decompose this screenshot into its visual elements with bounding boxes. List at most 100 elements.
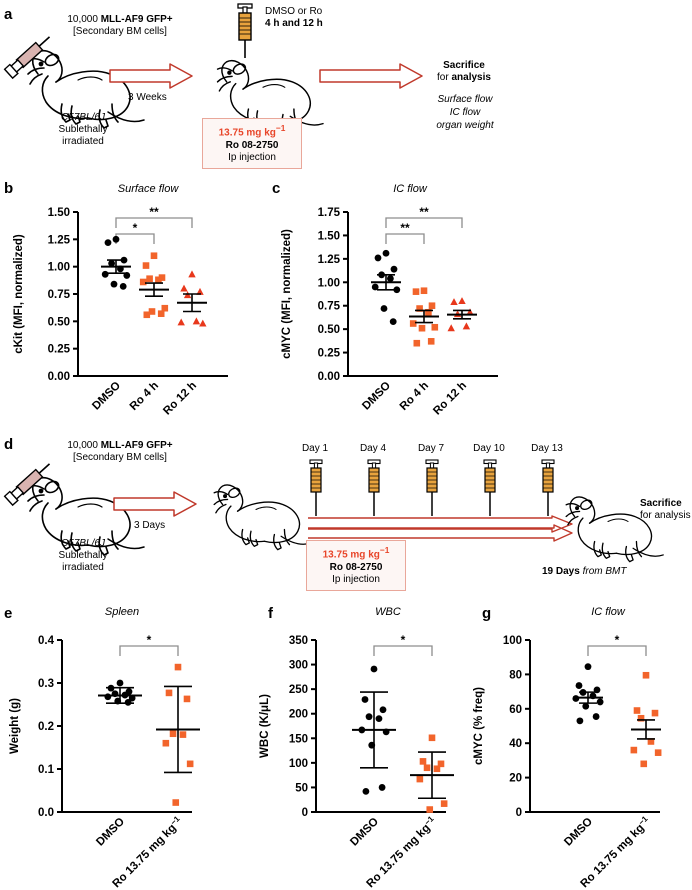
data-point-circle [387,275,394,282]
cell-count-source: [Secondary BM cells] [73,26,167,37]
data-point-square [169,730,177,738]
panel-letter-g: g [482,605,492,622]
data-point-square [431,323,439,331]
data-point-circle [371,283,379,291]
y-tick-label: 60 [509,704,522,716]
y-tick-label: 0 [302,807,308,819]
data-point-circle [124,698,132,706]
y-tick-label: 0 [516,807,522,819]
data-group [162,663,194,806]
data-point-square [412,288,420,295]
y-tick-label: 1.00 [318,277,340,289]
cell-count-source-d: [Secondary BM cells] [73,452,167,463]
day-label-5: Day 13 [531,443,563,454]
data-point-square [413,339,421,347]
readout-organ-weight-a: organ weight [436,120,494,131]
significance-bracket [385,217,463,228]
data-point-circle [110,280,118,288]
data-point-square [139,278,147,286]
syringe-icon-day-3 [425,459,439,516]
data-point-triangle [180,284,188,292]
syringe-icon-day-1 [309,459,323,516]
significance-star: ** [400,221,410,235]
data-point-circle [380,305,388,312]
y-tick-label: 100 [503,635,522,647]
panel-letter-b: b [4,180,14,197]
panel-letter-d: d [4,436,14,453]
significance-star: * [401,633,406,647]
data-point-circle [584,663,592,671]
y-axis-label: cMYC (% freq) [473,687,485,765]
panel-letter-c: c [272,180,281,197]
y-tick-label: 0.1 [38,764,55,776]
data-point-square [440,800,448,807]
y-axis-label: WBC (K/μL) [259,694,271,758]
data-point-square [172,799,180,806]
schematic-d-mouse1-caption: C57BL/6J Sublethally irradiated [28,538,138,574]
syringe-icon-day-5 [541,459,555,516]
mouse1-condition2-d: irradiated [62,562,104,573]
bmt-days-d: 19 Days [542,566,580,577]
data-point-square [425,308,432,316]
data-point-square [647,738,655,745]
schematic-a-cell-count: 10,000 MLL-AF9 GFP+ [Secondary BM cells] [30,14,210,38]
panel-letter-a: a [4,6,13,23]
data-point-square [640,760,648,768]
dose-route-d: Ip injection [332,574,380,586]
y-axis-label: Weight (g) [9,698,21,754]
data-point-square [428,734,436,742]
x-category-label: DMSO [90,380,123,413]
y-tick-label: 0.3 [38,678,54,690]
y-tick-label: 1.25 [318,254,341,266]
data-group [572,663,604,725]
y-tick-label: 0.00 [48,371,70,383]
significance-bracket [587,645,647,656]
mouse1-condition1-a: Sublethally [58,124,108,135]
y-tick-label: 0.50 [48,316,70,328]
significance-star: ** [149,205,159,219]
syringe-icon-day-4 [483,459,497,516]
data-point-circle [382,249,390,257]
y-tick-label: 1.00 [48,262,70,274]
data-point-circle [104,239,112,247]
data-point-circle [365,713,373,721]
y-tick-label: 1.50 [318,230,340,242]
y-tick-label: 0.0 [38,807,54,819]
y-tick-label: 0.4 [38,635,55,647]
data-point-square [162,739,170,747]
x-category-label: Ro 12 h [161,380,199,418]
y-tick-label: 0.25 [318,348,341,360]
data-point-circle [374,254,382,262]
data-group [447,297,474,332]
data-point-square [420,287,428,295]
day-label-3: Day 7 [417,443,445,454]
arrow-sacrifice-a [319,63,423,89]
y-tick-label: 80 [509,669,522,681]
data-point-square [418,324,426,332]
treatment-line2-a: 4 h and 12 h [265,18,323,29]
mouse1-condition2-a: irradiated [62,136,104,147]
data-point-circle [112,235,120,243]
dose-route-a: Ip injection [228,152,276,164]
data-point-square [174,663,182,671]
y-tick-label: 250 [289,684,308,696]
schematic-a-readouts: Surface flow IC flow organ weight [410,93,520,132]
day-label-1: Day 1 [301,443,329,454]
data-point-circle [108,259,115,267]
data-point-square [186,760,194,768]
data-point-square [637,714,645,722]
endpoint-sacrifice-d: Sacrifice [640,498,682,509]
schematic-d-bmt-note: 19 Days from BMT [542,566,626,578]
arrow-label-3-weeks-a: 3 Weeks [128,92,167,103]
significance-bracket [115,217,193,228]
y-tick-label: 200 [289,709,308,721]
data-group [177,270,207,327]
schematic-d-cell-count: 10,000 MLL-AF9 GFP+ [Secondary BM cells] [30,440,210,464]
day-label-2: Day 4 [359,443,387,454]
data-group [101,235,131,290]
mouse-illustration-d3 [565,496,664,563]
